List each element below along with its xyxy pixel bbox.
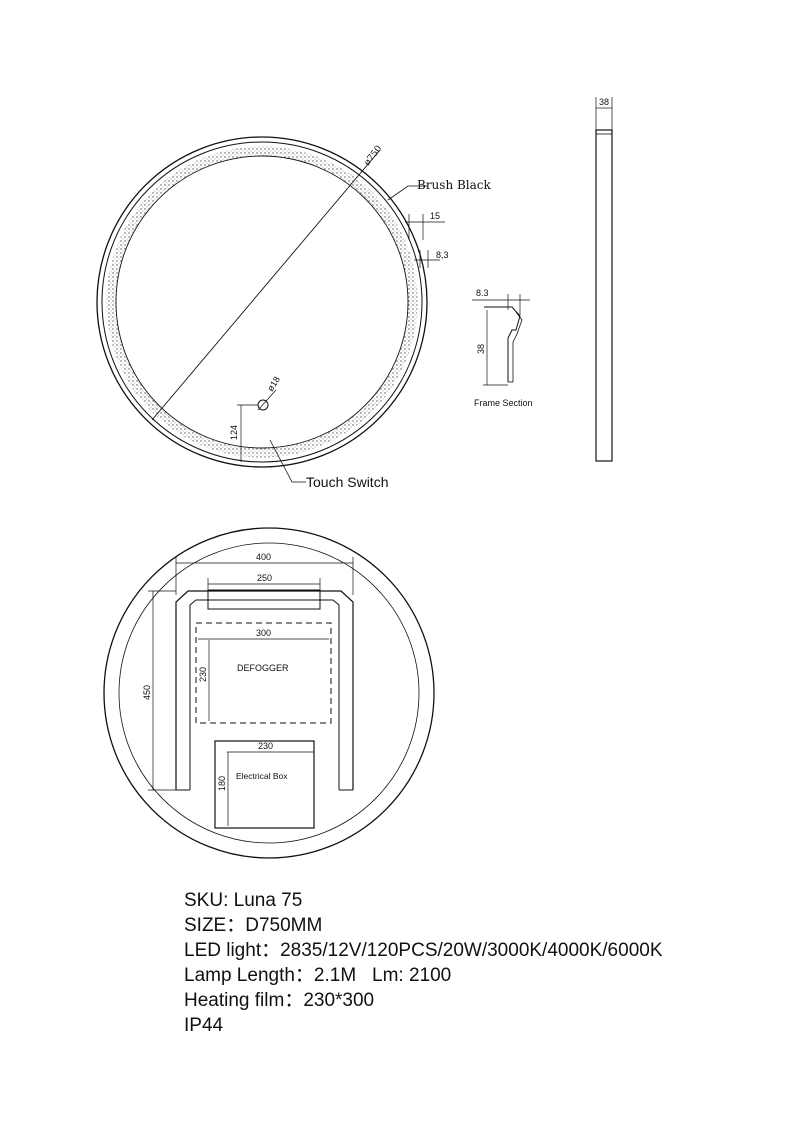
spec-ip-rating: IP44 [184, 1015, 224, 1036]
spec-heating-film: Heating film：230*300 [184, 990, 375, 1011]
brush-leader [387, 185, 428, 201]
spec-sku: SKU: Luna 75 [184, 890, 303, 911]
side-profile [595, 129, 613, 462]
brush-label: Brush Black [417, 178, 492, 192]
frame-width-label: 15 [430, 211, 440, 221]
back-view: 400 250 450 300 230 DEFOGGER 230 180 Ele… [103, 527, 435, 859]
switch-diameter-leader [257, 389, 277, 411]
top-bar-label: 250 [257, 573, 272, 583]
box-width-label: 230 [258, 741, 273, 751]
side-depth-label: 38 [599, 97, 609, 107]
spec-lamp-length: Lamp Length：2.1M Lm: 2100 [184, 965, 452, 986]
front-view: ø750 Brush Black 15 8,3 ø18 124 Touch Sw… [96, 136, 492, 490]
bracket-width-label: 400 [256, 552, 271, 562]
diameter-label: ø750 [362, 144, 384, 168]
touch-switch-label: Touch Switch [306, 474, 388, 490]
bracket-inner [189, 599, 340, 790]
side-view: 38 [595, 97, 613, 462]
diameter-line [151, 149, 381, 421]
frame-section-profile [484, 306, 521, 382]
mirror-glass-edge [115, 155, 409, 449]
electrical-box-label: Electrical Box [236, 771, 288, 781]
frame-section: 38 8.3 Frame Section [472, 288, 533, 408]
section-width-label: 8.3 [476, 288, 489, 298]
defogger-area [195, 622, 332, 724]
defogger-height-label: 230 [198, 667, 208, 682]
frame-section-profile-inner [512, 311, 523, 382]
technical-drawing: ø750 Brush Black 15 8,3 ø18 124 Touch Sw… [96, 97, 613, 859]
frame-section-title: Frame Section [474, 398, 533, 408]
switch-height-label: 124 [229, 425, 239, 440]
touch-switch-leader [269, 439, 306, 483]
electrical-box [214, 740, 315, 829]
defogger-label: DEFOGGER [237, 663, 289, 673]
bracket-outer [175, 590, 354, 790]
spec-led-light: LED light：2835/12V/120PCS/20W/3000K/4000… [184, 940, 663, 961]
switch-diameter-label: ø18 [265, 375, 282, 393]
back-inner-circle [118, 542, 420, 844]
defogger-width-label: 300 [256, 628, 271, 638]
bracket-height-label: 450 [142, 685, 152, 700]
spec-list: SKU: Luna 75 SIZE：D750MM LED light：2835/… [184, 888, 784, 1038]
box-height-label: 180 [217, 776, 227, 791]
mirror-outer-rim [96, 136, 428, 468]
section-height-label: 38 [476, 344, 486, 354]
led-strip-ring [106, 146, 418, 458]
back-outer-circle [103, 527, 435, 859]
led-offset-label: 8,3 [436, 250, 449, 260]
spec-size: SIZE：D750MM [184, 915, 323, 936]
mirror-frame-edge [101, 141, 423, 463]
